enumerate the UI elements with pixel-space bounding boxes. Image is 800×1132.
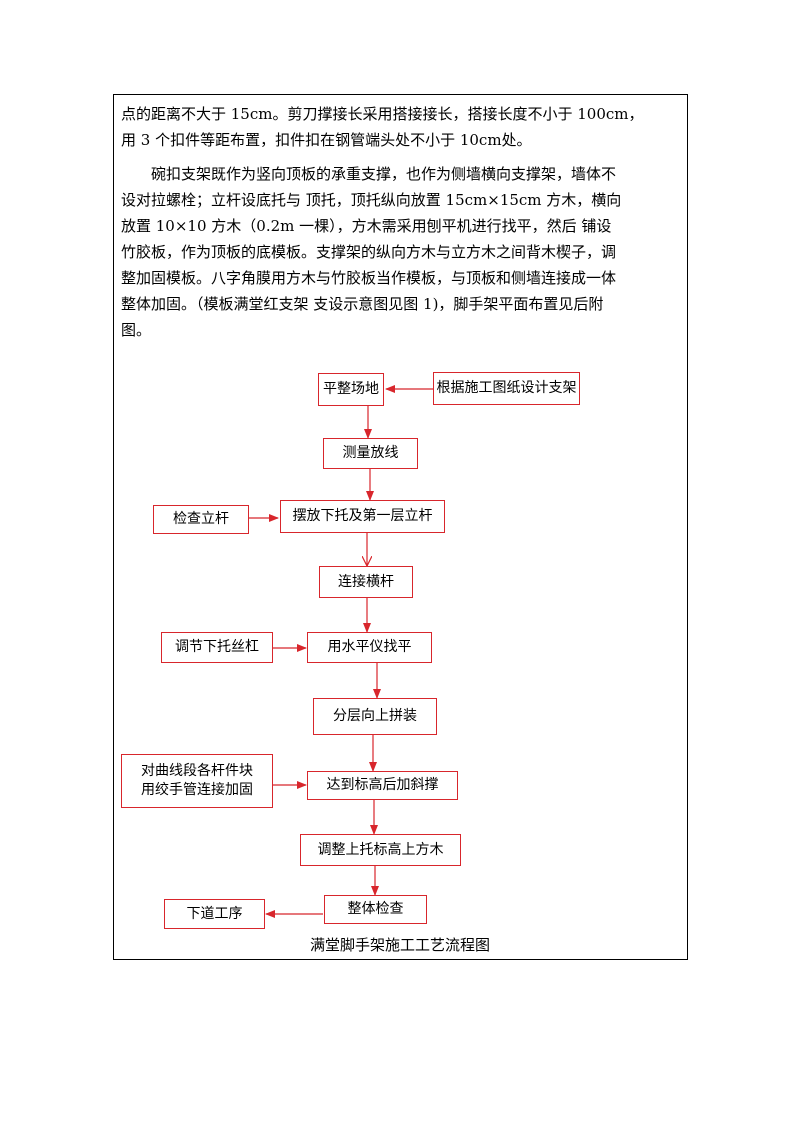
box-check-upright-pole: 检查立杆 xyxy=(153,505,249,534)
paragraph-bowl-buckle-support: 碗扣支架既作为竖向顶板的承重支撑，也作为侧墙横向支撑架，墙体不 设对拉螺栓；立杆… xyxy=(121,161,681,343)
document-frame xyxy=(113,94,688,960)
text-line: 设对拉螺栓；立杆设底托与 顶托，顶托纵向放置 15cm×15cm 方木，横向 xyxy=(121,191,622,209)
step-place-base-and-first-poles: 摆放下托及第一层立杆 xyxy=(280,500,445,533)
text-line: 放置 10×10 方木（0.2m 一棵），方木需采用刨平机进行找平，然后 铺设 xyxy=(121,217,612,235)
text-line: 碗扣支架既作为竖向顶板的承重支撑，也作为侧墙横向支撑架，墙体不 xyxy=(151,165,617,183)
paragraph-scaffold-bracing: 点的距离不大于 15cm。剪刀撑接长采用搭接接长，搭接长度不小于 100cm， … xyxy=(121,101,681,153)
step-overall-inspection: 整体检查 xyxy=(324,895,427,924)
box-curve-section-reinforce: 对曲线段各杆件块 用绞手管连接加固 xyxy=(121,754,273,808)
box-text-line: 对曲线段各杆件块 xyxy=(141,763,253,779)
step-adjust-top-support: 调整上托标高上方木 xyxy=(300,834,461,866)
text-line: 用 3 个扣件等距布置，扣件扣在钢管端头处不小于 10cm处。 xyxy=(121,131,532,149)
step-level-with-instrument: 用水平仪找平 xyxy=(307,632,432,663)
text-line: 整体加固。（模板满堂红支架 支设示意图见图 1)，脚手架平面布置见后附 xyxy=(121,295,604,313)
text-line: 图。 xyxy=(121,321,152,339)
step-assemble-upward-layers: 分层向上拼装 xyxy=(313,698,437,735)
box-design-support-from-drawings: 根据施工图纸设计支架 xyxy=(433,372,580,405)
step-connect-cross-bars: 连接横杆 xyxy=(319,566,413,598)
box-adjust-base-screw: 调节下托丝杠 xyxy=(161,632,273,663)
text-line: 竹胶板，作为顶板的底模板。支撑架的纵向方木与立方木之间背木楔子，调 xyxy=(121,243,617,261)
step-add-diagonal-braces: 达到标高后加斜撑 xyxy=(307,771,458,800)
flowchart-caption: 满堂脚手架施工工艺流程图 xyxy=(309,936,490,954)
text-line: 点的距离不大于 15cm。剪刀撑接长采用搭接接长，搭接长度不小于 100cm， xyxy=(121,105,644,123)
text-line: 整加固模板。八字角膜用方木与竹胶板当作模板，与顶板和侧墙连接成一体 xyxy=(121,269,617,287)
box-next-process: 下道工序 xyxy=(164,899,265,929)
box-text-line: 用绞手管连接加固 xyxy=(141,782,253,798)
step-level-site: 平整场地 xyxy=(318,373,384,406)
step-survey-layout: 测量放线 xyxy=(323,438,418,469)
